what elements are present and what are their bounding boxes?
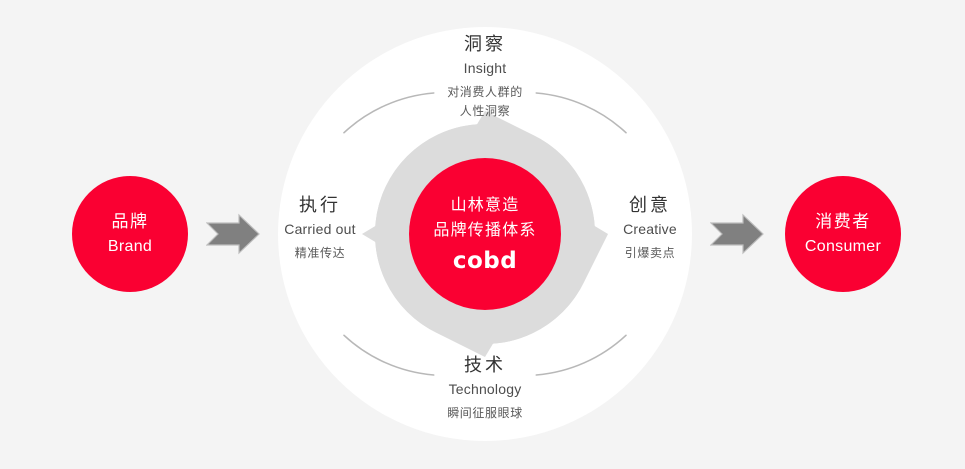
connector-arc-top-left	[343, 92, 435, 134]
ring-point-left	[362, 225, 377, 243]
flow-arrow-left	[205, 212, 260, 256]
hub-graphics	[278, 27, 692, 441]
node-consumer-label-cn: 消费者	[815, 212, 871, 232]
node-consumer: 消费者 Consumer	[785, 176, 901, 292]
connector-arc-top-right	[535, 92, 627, 134]
arrow-right-icon	[709, 213, 764, 255]
ring-point-top	[476, 111, 494, 126]
connector-arc-bottom-right	[535, 334, 627, 376]
ring-point-right	[593, 225, 608, 243]
ring-point-bottom	[476, 342, 494, 357]
node-brand-label-cn: 品牌	[111, 212, 149, 232]
node-brand: 品牌 Brand	[72, 176, 188, 292]
connector-arc-bottom-left	[343, 334, 435, 376]
connector-arc-group	[343, 92, 627, 376]
node-consumer-label-en: Consumer	[804, 237, 882, 255]
arrow-right-icon	[205, 213, 260, 255]
node-brand-label-en: Brand	[107, 237, 153, 255]
gray-ring	[362, 111, 608, 357]
flow-arrow-right	[709, 212, 764, 256]
central-hub: 山林意造 品牌传播体系 cobd 洞察 Insight 对消费人群的 人性洞察 …	[278, 27, 692, 441]
core-red-circle	[409, 158, 561, 310]
